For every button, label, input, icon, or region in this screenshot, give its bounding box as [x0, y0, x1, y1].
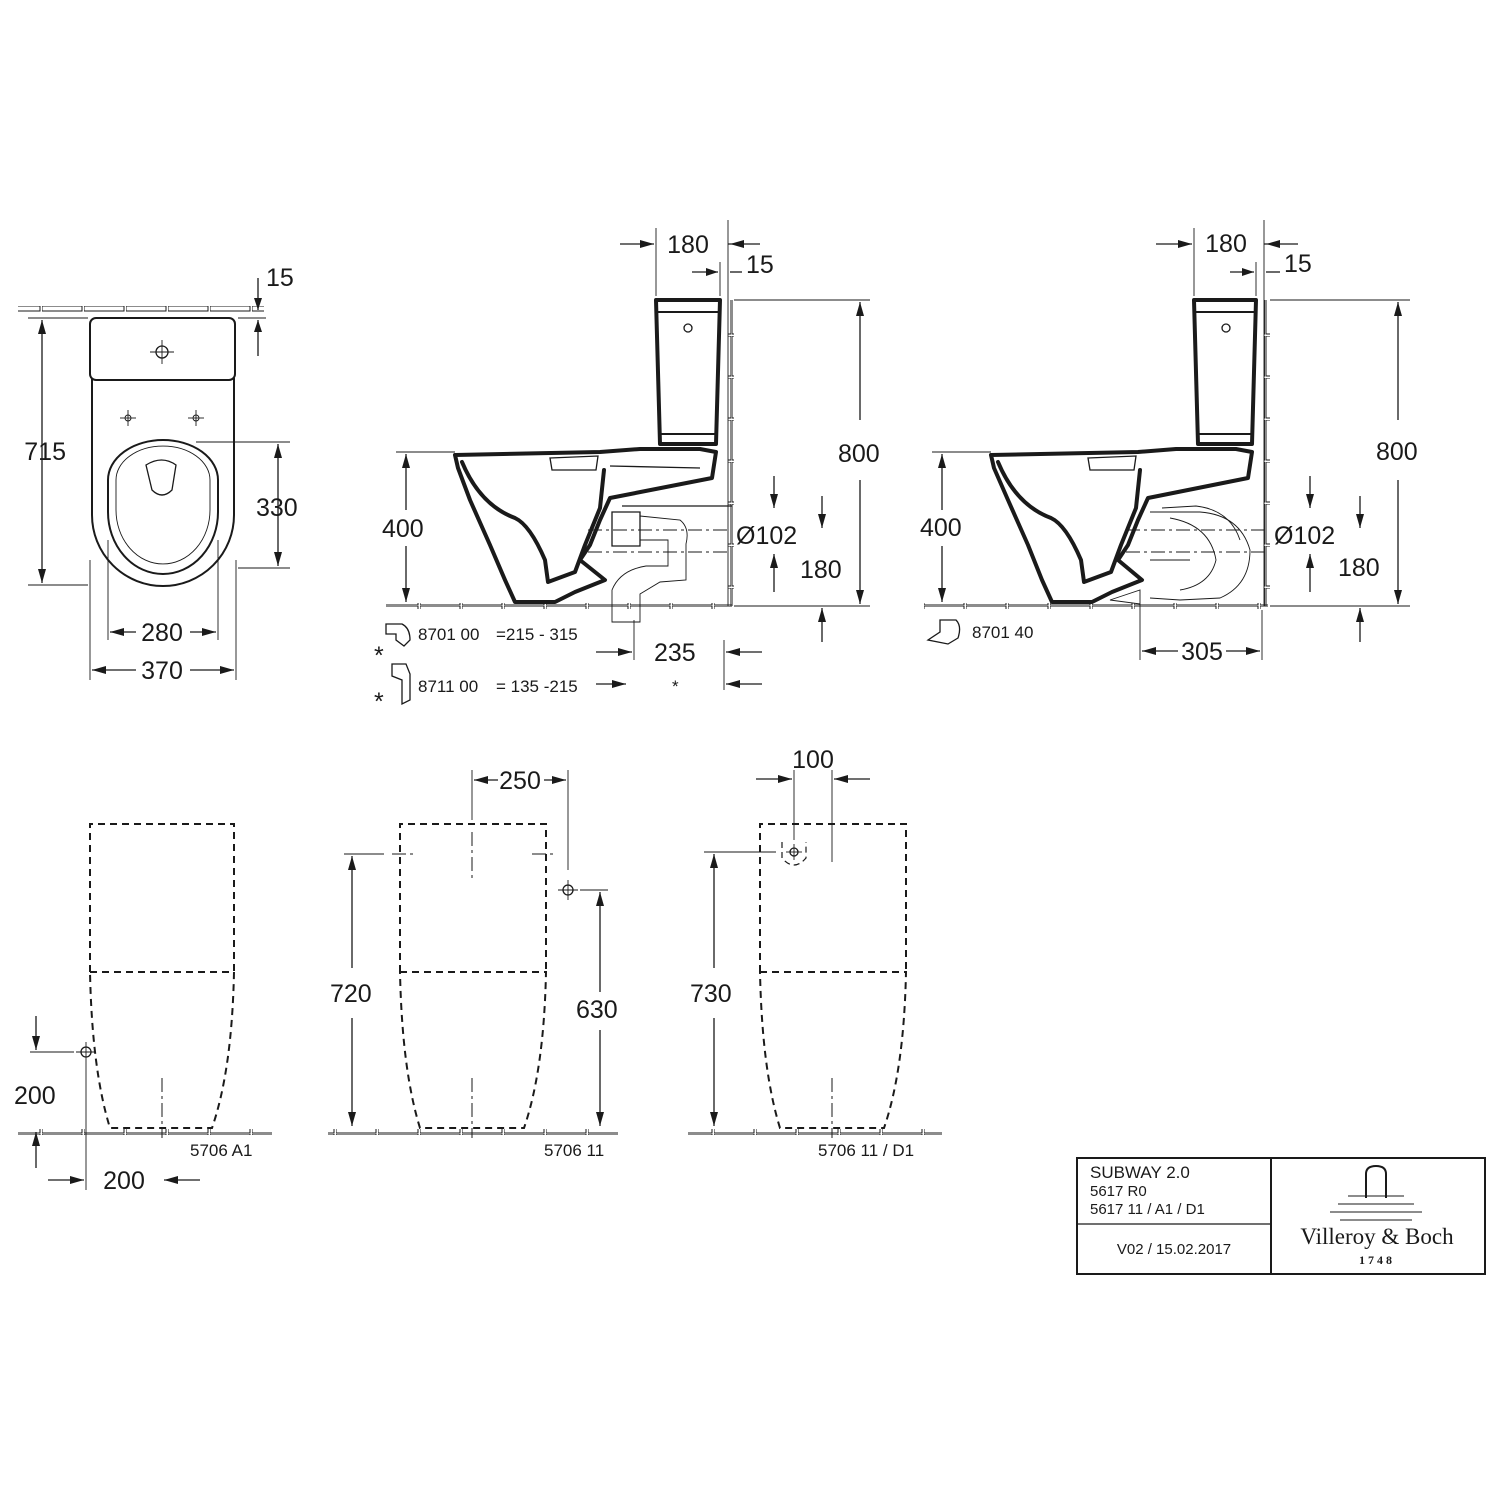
dim-100: 100 — [792, 746, 834, 774]
inlet-point-icon — [76, 1042, 96, 1062]
dim-200-height: 200 — [14, 1082, 56, 1110]
dim-305: 305 — [1181, 638, 1223, 666]
pan-hidden — [88, 971, 236, 1129]
pan-hidden — [758, 971, 908, 1129]
dim-15: 15 — [1284, 250, 1312, 278]
connector-code: 8701 40 — [972, 623, 1033, 642]
dim-180: 180 — [667, 231, 709, 259]
rear-view-a1: 200 200 5706 A1 — [14, 823, 272, 1195]
floor-hatch — [924, 603, 1268, 609]
connector-icon — [926, 619, 961, 645]
outlet-connector — [611, 511, 641, 547]
dim-400: 400 — [920, 514, 962, 542]
connector-range: = 135 -215 — [496, 677, 578, 696]
inlet-point-icon — [558, 880, 578, 900]
connector-code: 8711 00 — [418, 677, 478, 696]
side-view-right: 180 15 800 400 Ø102 180 — [920, 220, 1418, 666]
outlet-connector — [1149, 511, 1251, 601]
bowl-opening — [145, 459, 177, 496]
connector-icon — [391, 663, 411, 706]
model-code: 5706 11 — [544, 1141, 604, 1160]
connector-icon — [385, 623, 411, 647]
dim-630: 630 — [576, 996, 618, 1024]
title-block: SUBWAY 2.0 5617 R0 5617 11 / A1 / D1 V02… — [1076, 1157, 1486, 1275]
pan-hidden — [398, 971, 548, 1129]
dim-235: 235 — [654, 639, 696, 667]
dim-15: 15 — [746, 251, 774, 279]
floor-hatch — [18, 1129, 272, 1135]
brand-year: 1748 — [1359, 1253, 1395, 1267]
dim-730: 730 — [690, 980, 732, 1008]
dim-250: 250 — [499, 767, 541, 795]
villeroy-boch-logo-icon — [1330, 1164, 1422, 1221]
dim-715: 715 — [24, 438, 66, 466]
wall-hatch — [1264, 300, 1270, 606]
article-number: 5617 R0 — [1090, 1183, 1147, 1200]
dim-720: 720 — [330, 980, 372, 1008]
rear-view-11: 250 720 630 5706 11 — [328, 767, 618, 1160]
model-code: 5706 11 / D1 — [818, 1141, 914, 1160]
version-date: V02 / 15.02.2017 — [1117, 1241, 1231, 1258]
cistern-hidden — [399, 823, 547, 972]
dim-180-outlet: 180 — [800, 556, 842, 584]
asterisk: * — [672, 677, 679, 696]
dim-800: 800 — [838, 440, 880, 468]
bowl-outline — [91, 378, 235, 587]
cistern-outline — [654, 298, 722, 446]
wall-hatch — [18, 306, 264, 312]
flush-button-icon — [150, 340, 174, 364]
bowl-inner — [996, 460, 1142, 584]
bowl-outline — [453, 447, 718, 604]
dim-180-outlet: 180 — [1338, 554, 1380, 582]
cistern-hidden — [89, 823, 235, 972]
dim-370: 370 — [141, 657, 183, 685]
floor-hatch — [688, 1129, 942, 1135]
connector-code: 8701 00 — [418, 625, 479, 644]
wall-hatch — [728, 300, 734, 606]
product-name: SUBWAY 2.0 — [1090, 1163, 1190, 1182]
connector-star: * — [374, 642, 384, 670]
connector-range: =215 - 315 — [496, 625, 578, 644]
brand-name: Villeroy & Boch — [1300, 1224, 1454, 1249]
inlet-point-icon — [781, 842, 807, 866]
dim-diameter-102: Ø102 — [736, 522, 797, 550]
seat-inner — [115, 445, 211, 565]
model-code: 5706 A1 — [190, 1141, 252, 1160]
side-view-left: 180 15 800 400 Ø102 180 — [374, 220, 880, 716]
dim-400: 400 — [382, 515, 424, 543]
cistern-hidden — [759, 823, 907, 972]
dim-180: 180 — [1205, 230, 1247, 258]
dim-330: 330 — [256, 494, 298, 522]
floor-hatch — [386, 603, 732, 609]
bowl-inner — [460, 460, 606, 584]
rear-view-d1: 100 730 5706 11 / D1 — [688, 746, 942, 1160]
dim-280: 280 — [141, 619, 183, 647]
seat-outline — [107, 439, 219, 575]
tank-outline — [89, 317, 236, 381]
floor-hatch — [328, 1129, 618, 1135]
dim-diameter-102: Ø102 — [1274, 522, 1335, 550]
article-number: 5617 11 / A1 / D1 — [1090, 1201, 1205, 1218]
dim-800: 800 — [1376, 438, 1418, 466]
bowl-outline — [989, 447, 1254, 604]
fixing-point-icon — [120, 410, 204, 426]
cistern-outline — [1192, 298, 1258, 446]
dim-200-offset: 200 — [103, 1167, 145, 1195]
top-view: 715 15 330 280 370 — [18, 264, 298, 685]
connector-star: * — [374, 688, 384, 716]
dim-15: 15 — [266, 264, 294, 292]
